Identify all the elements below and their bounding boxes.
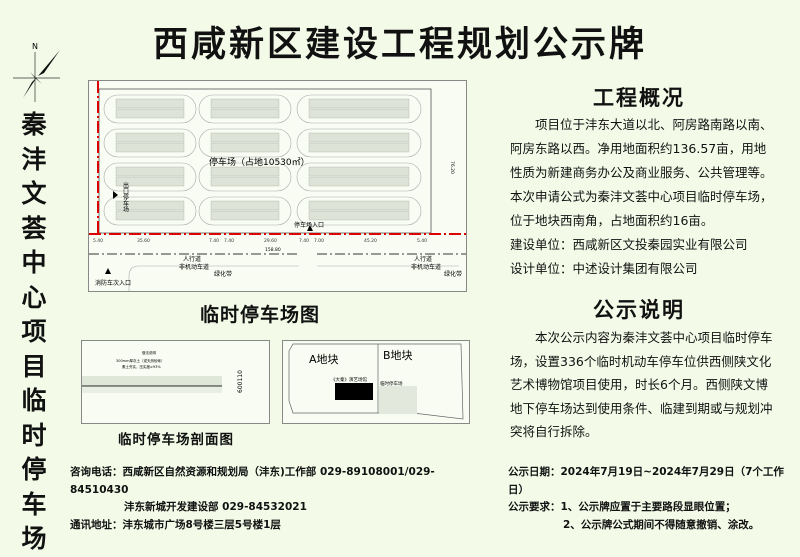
- parking-block: [296, 128, 422, 158]
- parking-block: [198, 196, 292, 226]
- parking-stall-row: [115, 210, 185, 221]
- dimension-label: 7.00: [314, 238, 324, 244]
- parking-block: [103, 128, 197, 158]
- dimension-label: 7.40: [209, 238, 219, 244]
- parking-stall-row: [308, 210, 410, 221]
- parking-stall-row: [115, 98, 185, 109]
- requirement-2: 2、公示牌公式期间不得随意撤销、涂改。: [563, 518, 760, 531]
- notice-heading: 公示说明: [593, 298, 685, 322]
- parking-stall-row: [308, 142, 410, 153]
- sidewalk-label-right: 人行道: [414, 255, 432, 263]
- west-exit-arrow-icon: [113, 191, 118, 199]
- designer-text: 设计单位：中述设计集团有限公司: [510, 261, 698, 276]
- dimension-label: 5.40: [93, 238, 103, 244]
- west-exit-label: 出口停车场: [122, 181, 129, 213]
- parking-stall-row: [115, 132, 185, 143]
- plan-caption: 临时停车场图: [200, 304, 321, 326]
- temp-parking-label: 临时停车场: [380, 380, 403, 387]
- north-arrow-icon: N: [13, 42, 60, 102]
- address-label: 通讯地址：: [70, 518, 123, 531]
- green-belt-label-left: 绿化带: [214, 270, 232, 278]
- requirement-label: 公示要求：: [508, 501, 561, 513]
- phone-2: 沣东新城开发建设部 029-84532021: [124, 501, 307, 513]
- requirement-1: 1、公示牌应置于主要路段显眼位置；: [560, 501, 736, 513]
- parking-stall-row: [115, 108, 185, 119]
- parking-stall-row: [210, 200, 280, 211]
- notice-paragraph: 本次公示内容为秦沣文荟中心项目临时停车场，设置336个临时机动车停车位供西侧陕文…: [510, 330, 773, 439]
- dimension-label: 45.20: [364, 238, 377, 244]
- total-dimension: 158.80: [265, 247, 281, 253]
- parking-block: [198, 162, 292, 192]
- parking-stall-row: [308, 98, 410, 109]
- north-label: N: [32, 42, 38, 51]
- parking-block: [296, 162, 422, 192]
- parking-stall-row: [308, 166, 410, 177]
- bike-lane-label-left: 非机动车道: [179, 263, 209, 271]
- parking-block: [198, 128, 292, 158]
- section-note-2: 素土夯实，压实度≥93%: [122, 364, 161, 369]
- notice-date: 公示日期：2024年7月19日~2024年7月29日（7个工作日）: [508, 466, 784, 496]
- parking-block: [103, 162, 197, 192]
- building-label: 《大秦》演艺场馆: [331, 376, 367, 383]
- parking-plan-diagram: 出口停车场 停车场（占地10530㎡） 停车场入口 消防车次入口 人行道 非机动…: [88, 80, 467, 292]
- section-note-title: 做法说明: [142, 350, 156, 355]
- page-title: 西咸新区建设工程规划公示牌: [152, 25, 647, 65]
- bike-lane-label-right: 非机动车道: [411, 263, 441, 271]
- phone-1: 西咸新区自然资源和规划局（沣东)工作部 029-89108001/029-845…: [70, 466, 435, 496]
- section-note-1: 300mm厚灰土（或天然砂砾）: [116, 358, 165, 363]
- parking-block: [296, 196, 422, 226]
- parking-block: [198, 94, 292, 124]
- block-b-label: B地块: [383, 349, 413, 362]
- parking-stall-row: [308, 200, 410, 211]
- parking-stall-row: [210, 166, 280, 177]
- overview-heading: 工程概况: [593, 86, 685, 110]
- parking-stall-row: [308, 176, 410, 187]
- parking-block: [103, 196, 197, 226]
- section-dimension: 600110: [237, 370, 244, 393]
- green-belt-label-right: 绿化带: [444, 270, 462, 278]
- section-caption: 临时停车场剖面图: [118, 432, 234, 448]
- builder-text: 建设单位：西咸新区文投秦园实业有限公司: [510, 237, 748, 252]
- address: 沣东城市广场8号楼三层5号楼1层: [122, 518, 281, 531]
- dimension-label: 7.40: [224, 238, 234, 244]
- fire-entrance-label: 消防车次入口: [95, 279, 131, 287]
- dimension-label: 29.60: [264, 238, 277, 244]
- parking-stall-row: [115, 176, 185, 187]
- parking-stall-row: [115, 142, 185, 153]
- parking-stall-row: [115, 166, 185, 177]
- lot-label: 停车场（占地10530㎡）: [209, 156, 310, 168]
- parking-block: [296, 94, 422, 124]
- block-a-label: A地块: [309, 353, 339, 366]
- parking-stall-row: [210, 108, 280, 119]
- parking-stall-row: [308, 108, 410, 119]
- parking-stall-row: [115, 200, 185, 211]
- dimension-label: 5.40: [417, 238, 427, 244]
- site-location-map: A地块 B地块 《大秦》演艺场馆 临时停车场: [282, 340, 470, 424]
- contact-info: 咨询电话：西咸新区自然资源和规划局（沣东)工作部 029-89108001/02…: [70, 464, 490, 534]
- parking-stall-row: [210, 132, 280, 143]
- parking-stall-row: [210, 210, 280, 221]
- dimension-label: 7.40: [299, 238, 309, 244]
- phone-label: 咨询电话：: [70, 466, 123, 478]
- sidewalk-label-left: 人行道: [183, 255, 201, 263]
- entrance-label: 停车场入口: [294, 221, 324, 229]
- dimension-label: 35.60: [137, 238, 150, 244]
- parking-stall-row: [210, 142, 280, 153]
- notice-dates: 公示日期：2024年7月19日~2024年7月29日（7个工作日） 公示要求：1…: [508, 464, 798, 534]
- section-diagram: 做法说明 300mm厚灰土（或天然砂砾） 素土夯实，压实度≥93% 600110: [81, 340, 270, 424]
- parking-block: [103, 94, 197, 124]
- parking-stall-row: [210, 98, 280, 109]
- parking-stall-row: [308, 132, 410, 143]
- height-dimension: 76.20: [449, 161, 455, 174]
- overview-paragraph: 项目位于沣东大道以北、阿房路南路以南、阿房东路以西。净用地面积约136.57亩，…: [510, 117, 773, 228]
- overview-section: 项目位于沣东大道以北、阿房路南路以南、阿房东路以西。净用地面积约136.57亩，…: [510, 113, 776, 281]
- side-title: 秦沣文荟中心项目临时停车场: [21, 110, 47, 553]
- parking-stall-row: [210, 176, 280, 187]
